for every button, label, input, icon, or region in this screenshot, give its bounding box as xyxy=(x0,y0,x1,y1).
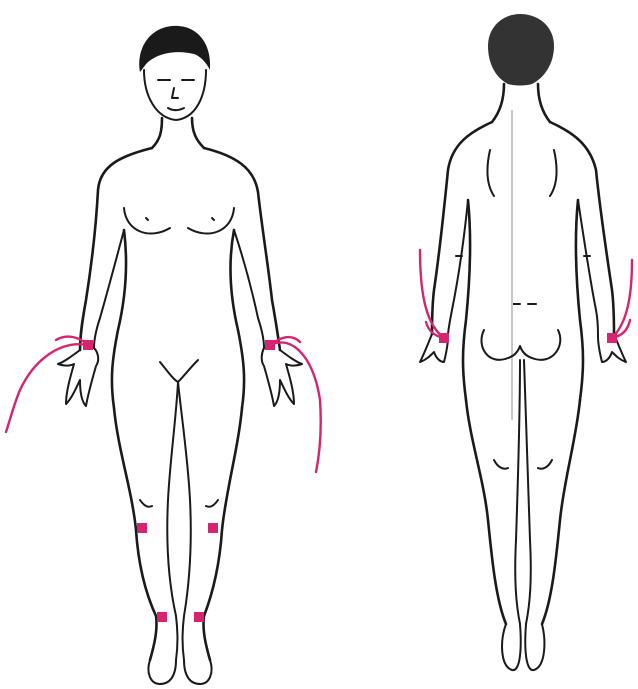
back-electrodes xyxy=(439,333,617,343)
front-chest xyxy=(124,208,234,234)
front-right-arm-outer xyxy=(204,148,280,350)
front-neck-left xyxy=(152,118,162,148)
front-mouth xyxy=(168,108,184,110)
back-left-foot xyxy=(502,624,521,670)
front-left-wrist-electrode xyxy=(83,340,93,350)
front-right-leg-inner xyxy=(178,382,191,660)
back-knee-marks xyxy=(494,460,552,469)
front-right-leg-outer xyxy=(203,408,242,660)
front-face xyxy=(144,70,206,120)
back-right-arm-inner xyxy=(578,200,598,336)
back-right-leg-outer xyxy=(542,400,580,624)
front-knee-marks xyxy=(140,500,218,507)
front-neck-right xyxy=(192,118,204,148)
back-lead-wires xyxy=(420,250,632,338)
back-left-wrist-electrode xyxy=(439,333,449,343)
front-left-hand xyxy=(58,348,98,406)
front-left-leg-inner xyxy=(167,382,178,660)
back-left-arm-inner xyxy=(448,200,468,336)
front-body-figure xyxy=(58,26,302,684)
front-left-arm-inner xyxy=(94,230,124,348)
back-left-lead-wire xyxy=(420,250,444,338)
front-right-lead-wire xyxy=(270,342,321,472)
back-waist-marks xyxy=(456,256,590,304)
back-right-leg-inner xyxy=(524,360,531,624)
front-groin xyxy=(160,360,198,382)
front-hair xyxy=(139,26,210,72)
front-nose xyxy=(172,88,178,98)
front-left-ankle-electrode xyxy=(157,612,167,622)
front-left-knee-electrode xyxy=(137,523,147,533)
back-neck-right xyxy=(538,84,550,122)
back-neck-left xyxy=(492,84,504,122)
back-shoulder-blades xyxy=(487,150,556,196)
front-right-wrist-electrode xyxy=(265,340,275,350)
back-right-foot xyxy=(525,624,544,670)
front-right-hand xyxy=(262,348,302,406)
back-head xyxy=(488,14,554,86)
front-right-knee-electrode xyxy=(208,523,218,533)
front-left-arm-outer xyxy=(80,148,152,350)
front-left-foot xyxy=(148,660,176,684)
front-torso-left xyxy=(112,230,126,408)
front-left-leg-outer xyxy=(114,408,157,660)
back-buttocks xyxy=(481,330,560,360)
front-nipples xyxy=(146,218,214,220)
front-right-ankle-electrode xyxy=(194,612,204,622)
back-left-leg-outer xyxy=(466,400,506,624)
back-left-leg-inner xyxy=(515,360,520,624)
back-right-wrist-electrode xyxy=(607,333,617,343)
front-right-foot xyxy=(184,660,212,684)
back-body-figure xyxy=(420,14,626,670)
back-left-arm-outer xyxy=(432,122,492,334)
